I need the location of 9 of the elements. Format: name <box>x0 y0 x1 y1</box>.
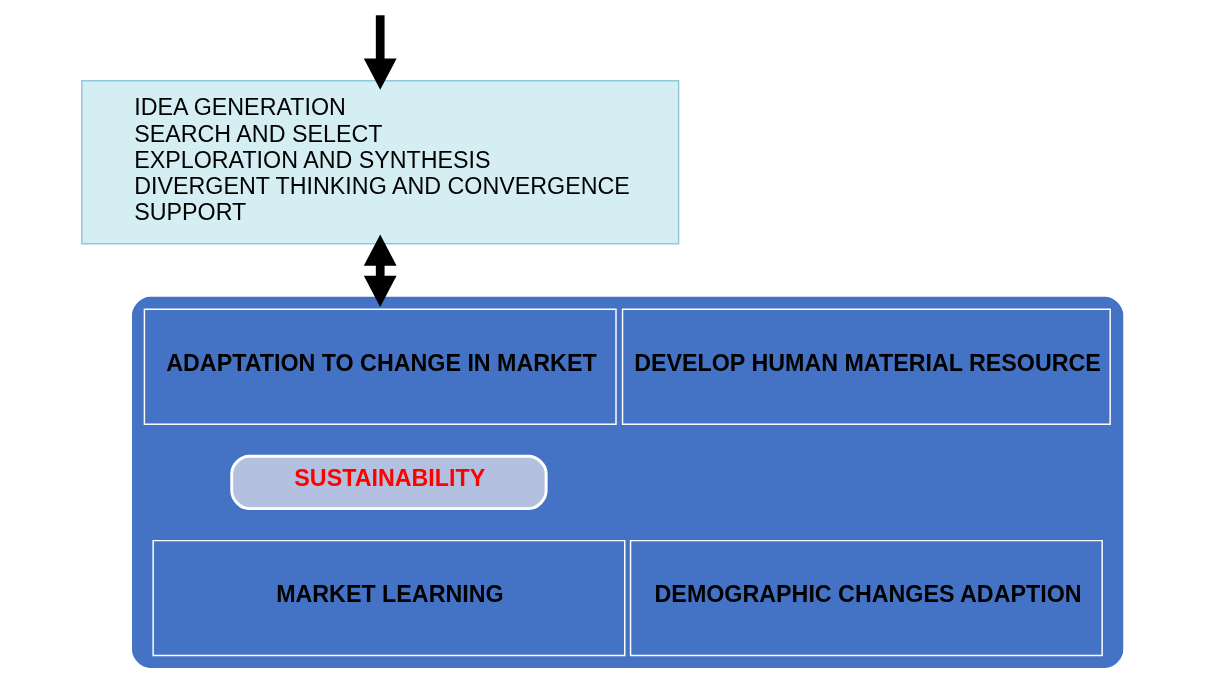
node-box: DEMOGRAPHIC CHANGES ADAPTION <box>629 539 1103 657</box>
arrow <box>363 234 397 307</box>
node-box: SUSTAINABILITY <box>230 454 548 511</box>
node-box: IDEA GENERATION SEARCH AND SELECT EXPLORATION AND SYNTHESIS DIVERGENT THINKING AND CONVERGENCE SUPPORT <box>81 79 680 245</box>
node-box: DEVELOP HUMAN MATERIAL RESOURCE <box>621 308 1111 425</box>
cluster <box>132 296 1124 668</box>
node-box: MARKET LEARNING <box>152 539 626 657</box>
node-box: ADAPTATION TO CHANGE IN MARKET <box>143 308 617 425</box>
arrow <box>363 15 397 90</box>
